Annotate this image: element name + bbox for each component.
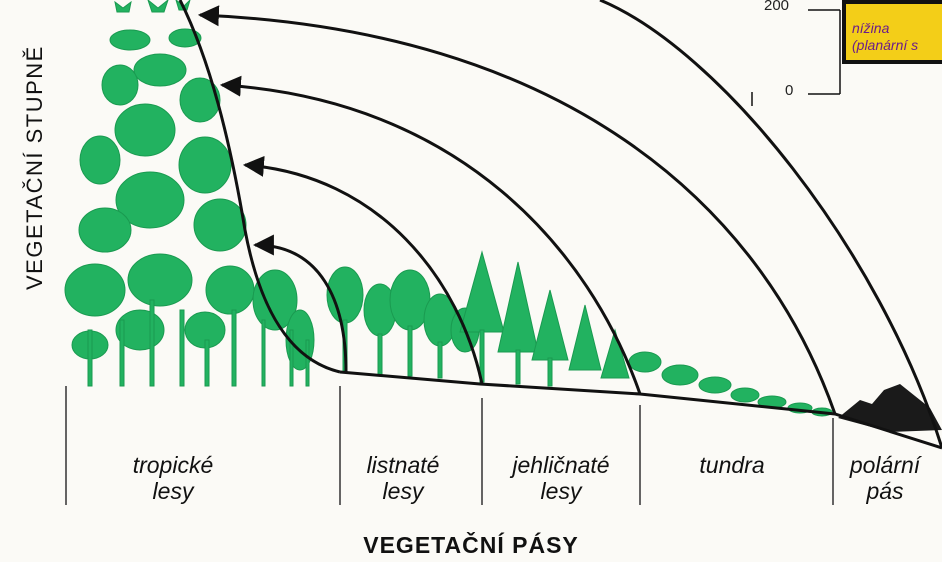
vegetation-silhouettes	[65, 0, 832, 416]
correspondence-arrows	[200, 0, 942, 448]
belt-label-coniferous: jehličnaté lesy	[494, 452, 628, 504]
legend-box: nížina (planární s	[842, 0, 942, 64]
x-axis-label: VEGETAČNÍ PÁSY	[0, 532, 942, 559]
coniferous-forest	[460, 252, 629, 386]
belt-label-polar: polární pás	[835, 452, 935, 504]
belt-label-deciduous: listnaté lesy	[348, 452, 458, 504]
y-axis-label: VEGETAČNÍ STUPNĚ	[22, 45, 48, 290]
scale-tick-200: 200	[764, 0, 789, 14]
legend-line-2: (planární s	[852, 37, 942, 54]
legend-line-1: nížina	[852, 20, 942, 37]
belt-label-tropical: tropické lesy	[118, 452, 228, 504]
tropical-forest	[65, 0, 314, 386]
scale-tick-0: 0	[785, 82, 793, 99]
polar-rock-icon	[838, 384, 942, 432]
deciduous-forest	[327, 267, 479, 378]
belt-label-tundra: tundra	[672, 452, 792, 478]
altitude-scale	[752, 10, 840, 106]
tundra-shrubs	[629, 352, 832, 416]
arrow-polar-2	[600, 0, 942, 448]
